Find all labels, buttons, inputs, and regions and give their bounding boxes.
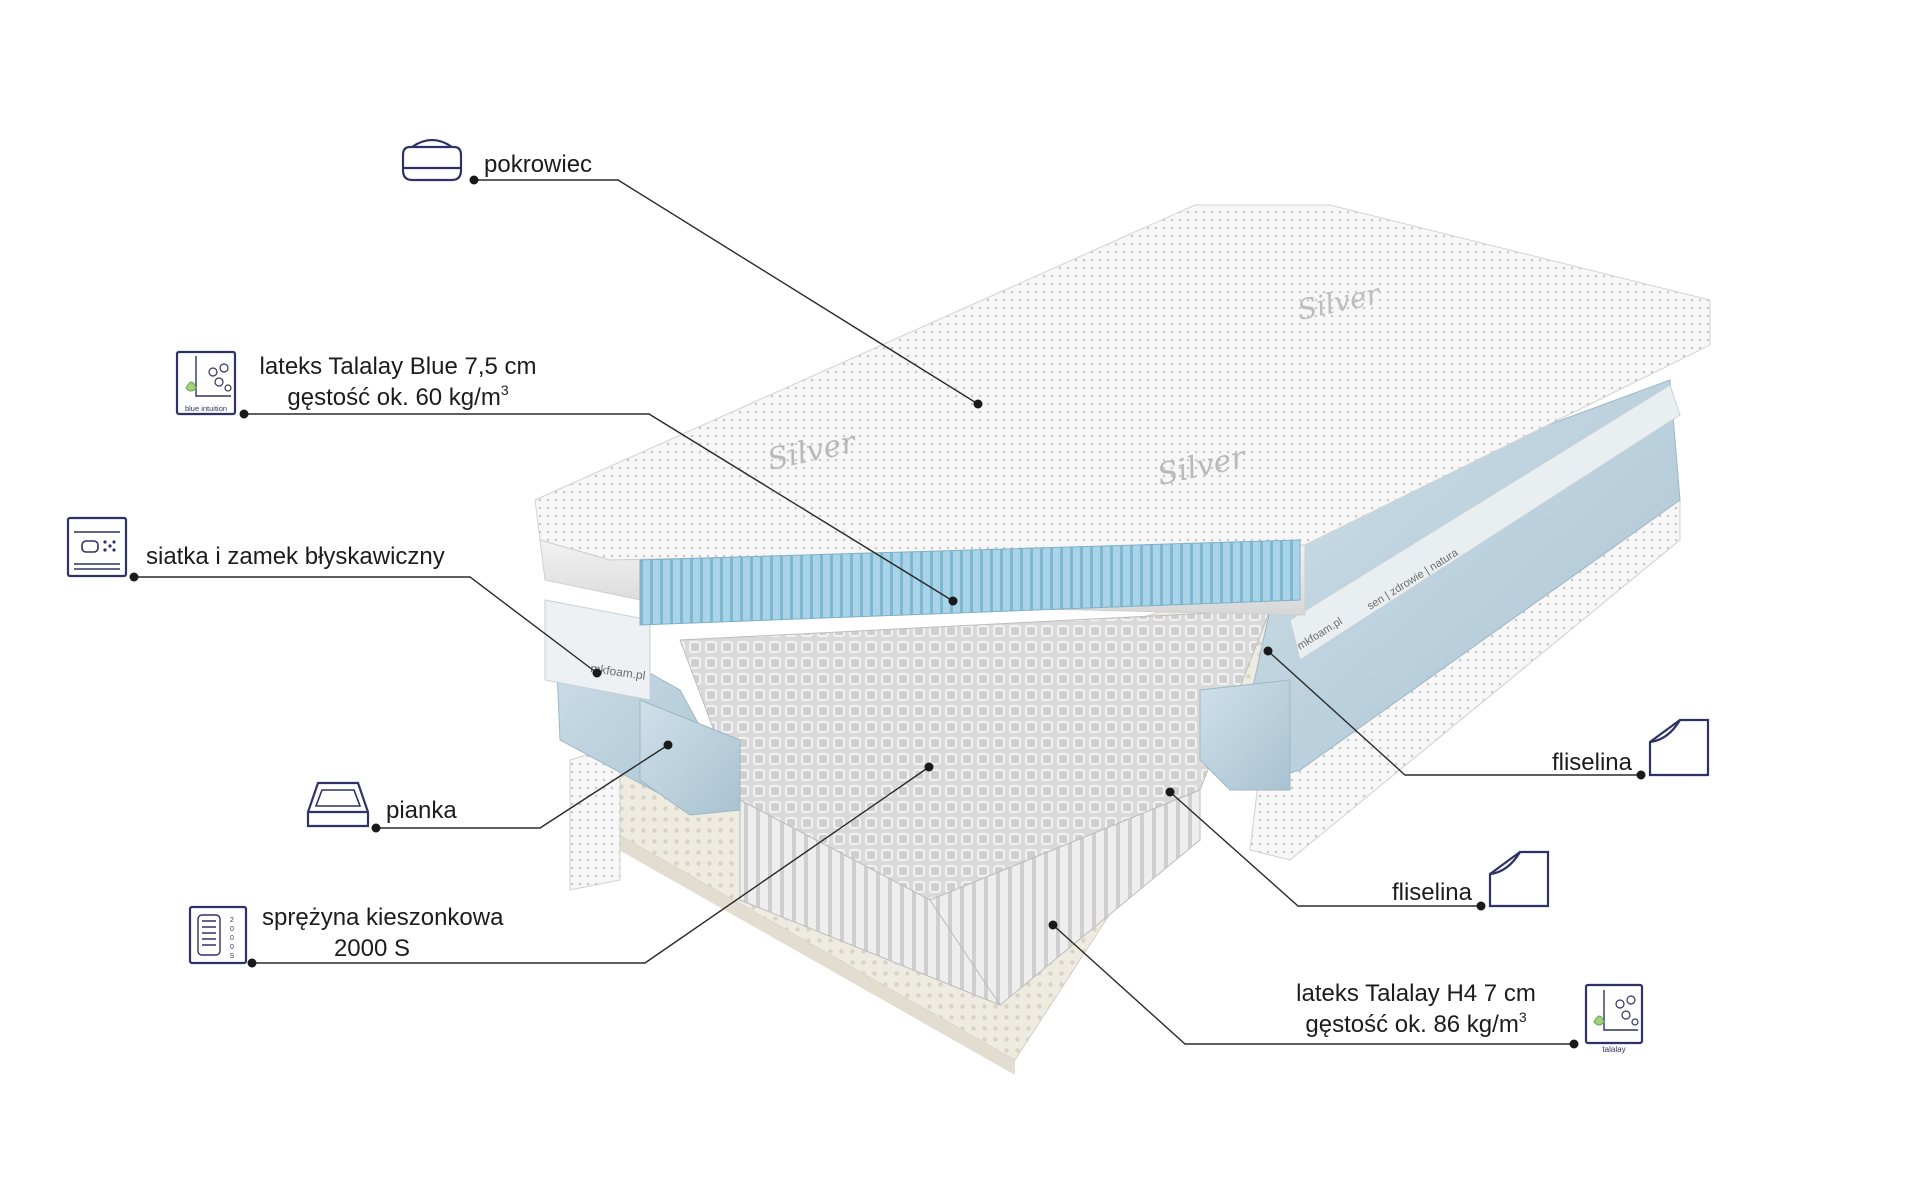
label-latex-h4-line2-wrap: gęstość ok. 86 kg/m3 — [1266, 1009, 1566, 1040]
svg-text:0: 0 — [230, 935, 234, 942]
label-latex-blue-line2: gęstość ok. 60 kg/m — [287, 384, 501, 411]
mattress-cover-icon — [401, 138, 463, 182]
leader-fliselina-bottom — [1169, 791, 1481, 907]
leader-cover — [474, 179, 979, 405]
latex-h4-edge — [575, 810, 1015, 1075]
pocket-springs-side-right — [929, 789, 1201, 1006]
corner-foam-right — [1199, 679, 1291, 791]
leader-latex-blue — [244, 413, 954, 602]
label-mesh-zipper: siatka i zamek błyskawiczny — [146, 543, 445, 570]
label-latex-blue-line1: lateks Talalay Blue 7,5 cm — [259, 353, 537, 380]
dot-fliselina-bottom-target — [1165, 787, 1175, 797]
svg-text:0: 0 — [230, 926, 234, 933]
dot-fliselina-bottom-label — [1476, 901, 1486, 911]
dot-spring-label — [247, 958, 257, 968]
mattress-illustration: Silver Silver Silver mkfoam.pl mkfoam.pl… — [534, 204, 1711, 1075]
dot-fliselina-top-label — [1636, 770, 1646, 780]
dot-latex-h4-label — [1569, 1039, 1579, 1049]
label-pocket-spring-line2: 2000 S — [333, 935, 411, 962]
side-band-left — [544, 599, 651, 701]
svg-text:talalay: talalay — [1602, 1045, 1625, 1054]
mesh-zipper-icon — [66, 516, 128, 578]
latex-blue-layer — [639, 539, 1301, 626]
dot-foam-label — [371, 823, 381, 833]
label-fliselina-bottom: fliselina — [1391, 879, 1472, 906]
latex-talalay-icon: talalay — [1584, 983, 1644, 1054]
dot-cover-target — [973, 399, 983, 409]
fleece-icon-bottom — [1488, 850, 1550, 908]
label-pocket-spring-line1: sprężyna kieszonkowa — [262, 904, 504, 931]
fleece-icon-top — [1648, 718, 1710, 777]
svg-text:S: S — [230, 953, 235, 960]
dot-foam-target — [663, 740, 673, 750]
dot-mesh-label — [129, 572, 139, 582]
label-latex-h4-sup: 3 — [1518, 1009, 1527, 1025]
dot-cover-label — [469, 175, 479, 185]
label-latex-blue: lateks Talalay Blue 7,5 cm gęstość ok. 6… — [248, 351, 548, 413]
leader-lines — [134, 179, 1641, 1045]
label-latex-h4-line2: gęstość ok. 86 kg/m — [1305, 1011, 1519, 1038]
dot-spring-target — [924, 762, 934, 772]
corner-foam-left — [639, 699, 741, 816]
leader-spring — [252, 766, 930, 964]
svg-text:0: 0 — [230, 944, 234, 951]
svg-text:blue intuition: blue intuition — [185, 404, 227, 413]
icons: blue intuition 2 0 0 0 S — [66, 138, 1710, 1054]
side-band-right — [1289, 384, 1681, 661]
label-foam: pianka — [386, 797, 457, 824]
label-pocket-spring: sprężyna kieszonkowa 2000 S — [262, 902, 504, 964]
leader-dots — [129, 175, 1646, 1049]
label-cover: pokrowiec — [484, 151, 593, 178]
leader-fliselina-top — [1267, 650, 1641, 776]
dot-mesh-target — [592, 668, 602, 678]
pocket-spring-icon: 2 0 0 0 S — [188, 905, 248, 965]
leader-foam — [376, 744, 669, 829]
leader-mesh — [134, 576, 598, 674]
leader-latex-h4 — [1052, 924, 1574, 1045]
label-latex-blue-sup: 3 — [500, 382, 509, 398]
svg-text:2: 2 — [230, 917, 234, 924]
dot-fliselina-top-target — [1263, 646, 1273, 656]
label-latex-h4-line1: lateks Talalay H4 7 cm — [1296, 980, 1536, 1007]
label-fliselina-top: fliselina — [1551, 749, 1632, 776]
dot-latex-blue-target — [948, 596, 958, 606]
foam-icon — [306, 781, 370, 828]
dot-latex-blue-label — [239, 409, 249, 419]
dot-latex-h4-target — [1048, 920, 1058, 930]
label-latex-blue-line2-wrap: gęstość ok. 60 kg/m3 — [248, 382, 548, 413]
latex-blue-icon: blue intuition — [175, 350, 237, 416]
label-latex-h4: lateks Talalay H4 7 cm gęstość ok. 86 kg… — [1266, 978, 1566, 1040]
